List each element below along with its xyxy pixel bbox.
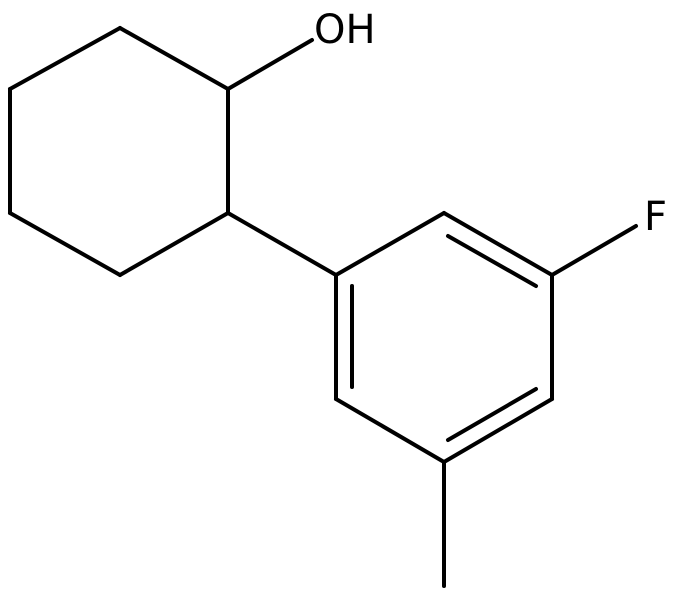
- benzene-double-bond-1: [446, 234, 538, 288]
- benzene-bond-1: [334, 211, 446, 277]
- cyclohexane-bond-4: [8, 211, 122, 277]
- ring-link-bond: [226, 211, 338, 277]
- benzene-bond-2: [442, 211, 554, 277]
- hydroxyl-bond: [226, 38, 314, 91]
- fluorine-bond: [550, 224, 638, 277]
- benzene-bond-5: [334, 397, 446, 464]
- cyclohexane-bond-6: [8, 26, 122, 91]
- cyclohexane-bond-3: [118, 211, 230, 277]
- cyclohexane-bond-1: [118, 26, 230, 91]
- fluorine-label: F: [644, 194, 667, 240]
- benzene-ring: [334, 211, 554, 464]
- benzene-double-bond-2: [446, 387, 538, 442]
- benzene-bond-4: [442, 397, 554, 464]
- cyclohexane-ring: [8, 26, 230, 277]
- hydroxyl-label: OH: [314, 7, 376, 53]
